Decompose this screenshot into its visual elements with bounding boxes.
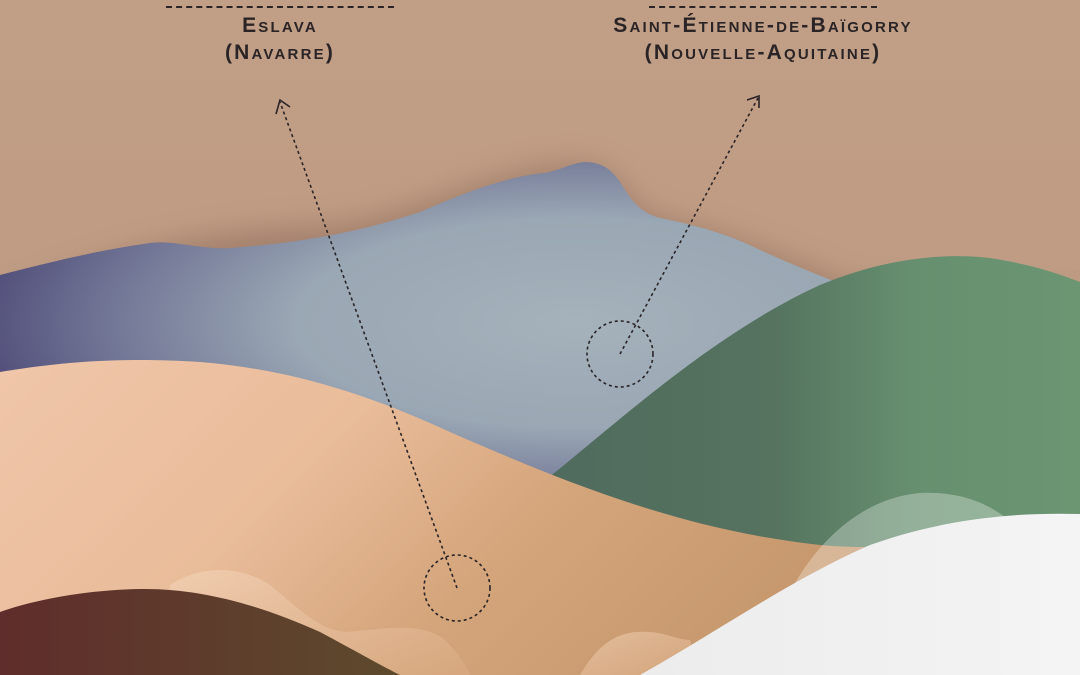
place-name: Saint-Étienne-de-Baïgorry xyxy=(613,14,913,37)
location-circle xyxy=(586,320,654,388)
place-region: (Navarre) xyxy=(224,41,336,64)
arrow-head-icon xyxy=(275,98,291,115)
arrow-head-icon xyxy=(746,94,760,108)
place-name: Eslava xyxy=(242,14,318,37)
brown-hill xyxy=(0,588,400,675)
pointer-line xyxy=(279,101,458,589)
label-eslava: Eslava (Navarre) xyxy=(150,6,410,66)
location-circle xyxy=(423,554,491,622)
dashed-rule xyxy=(649,6,877,8)
place-region: (Nouvelle-Aquitaine) xyxy=(644,41,882,64)
label-baigorry: Saint-Étienne-de-Baïgorry (Nouvelle-Aqui… xyxy=(570,6,956,66)
pointer-line xyxy=(619,97,759,355)
green-hill xyxy=(520,256,1080,560)
snow-hill xyxy=(640,513,1080,675)
marker-baigorry xyxy=(586,94,760,388)
dashed-rule xyxy=(166,6,394,8)
marker-eslava xyxy=(275,98,491,622)
